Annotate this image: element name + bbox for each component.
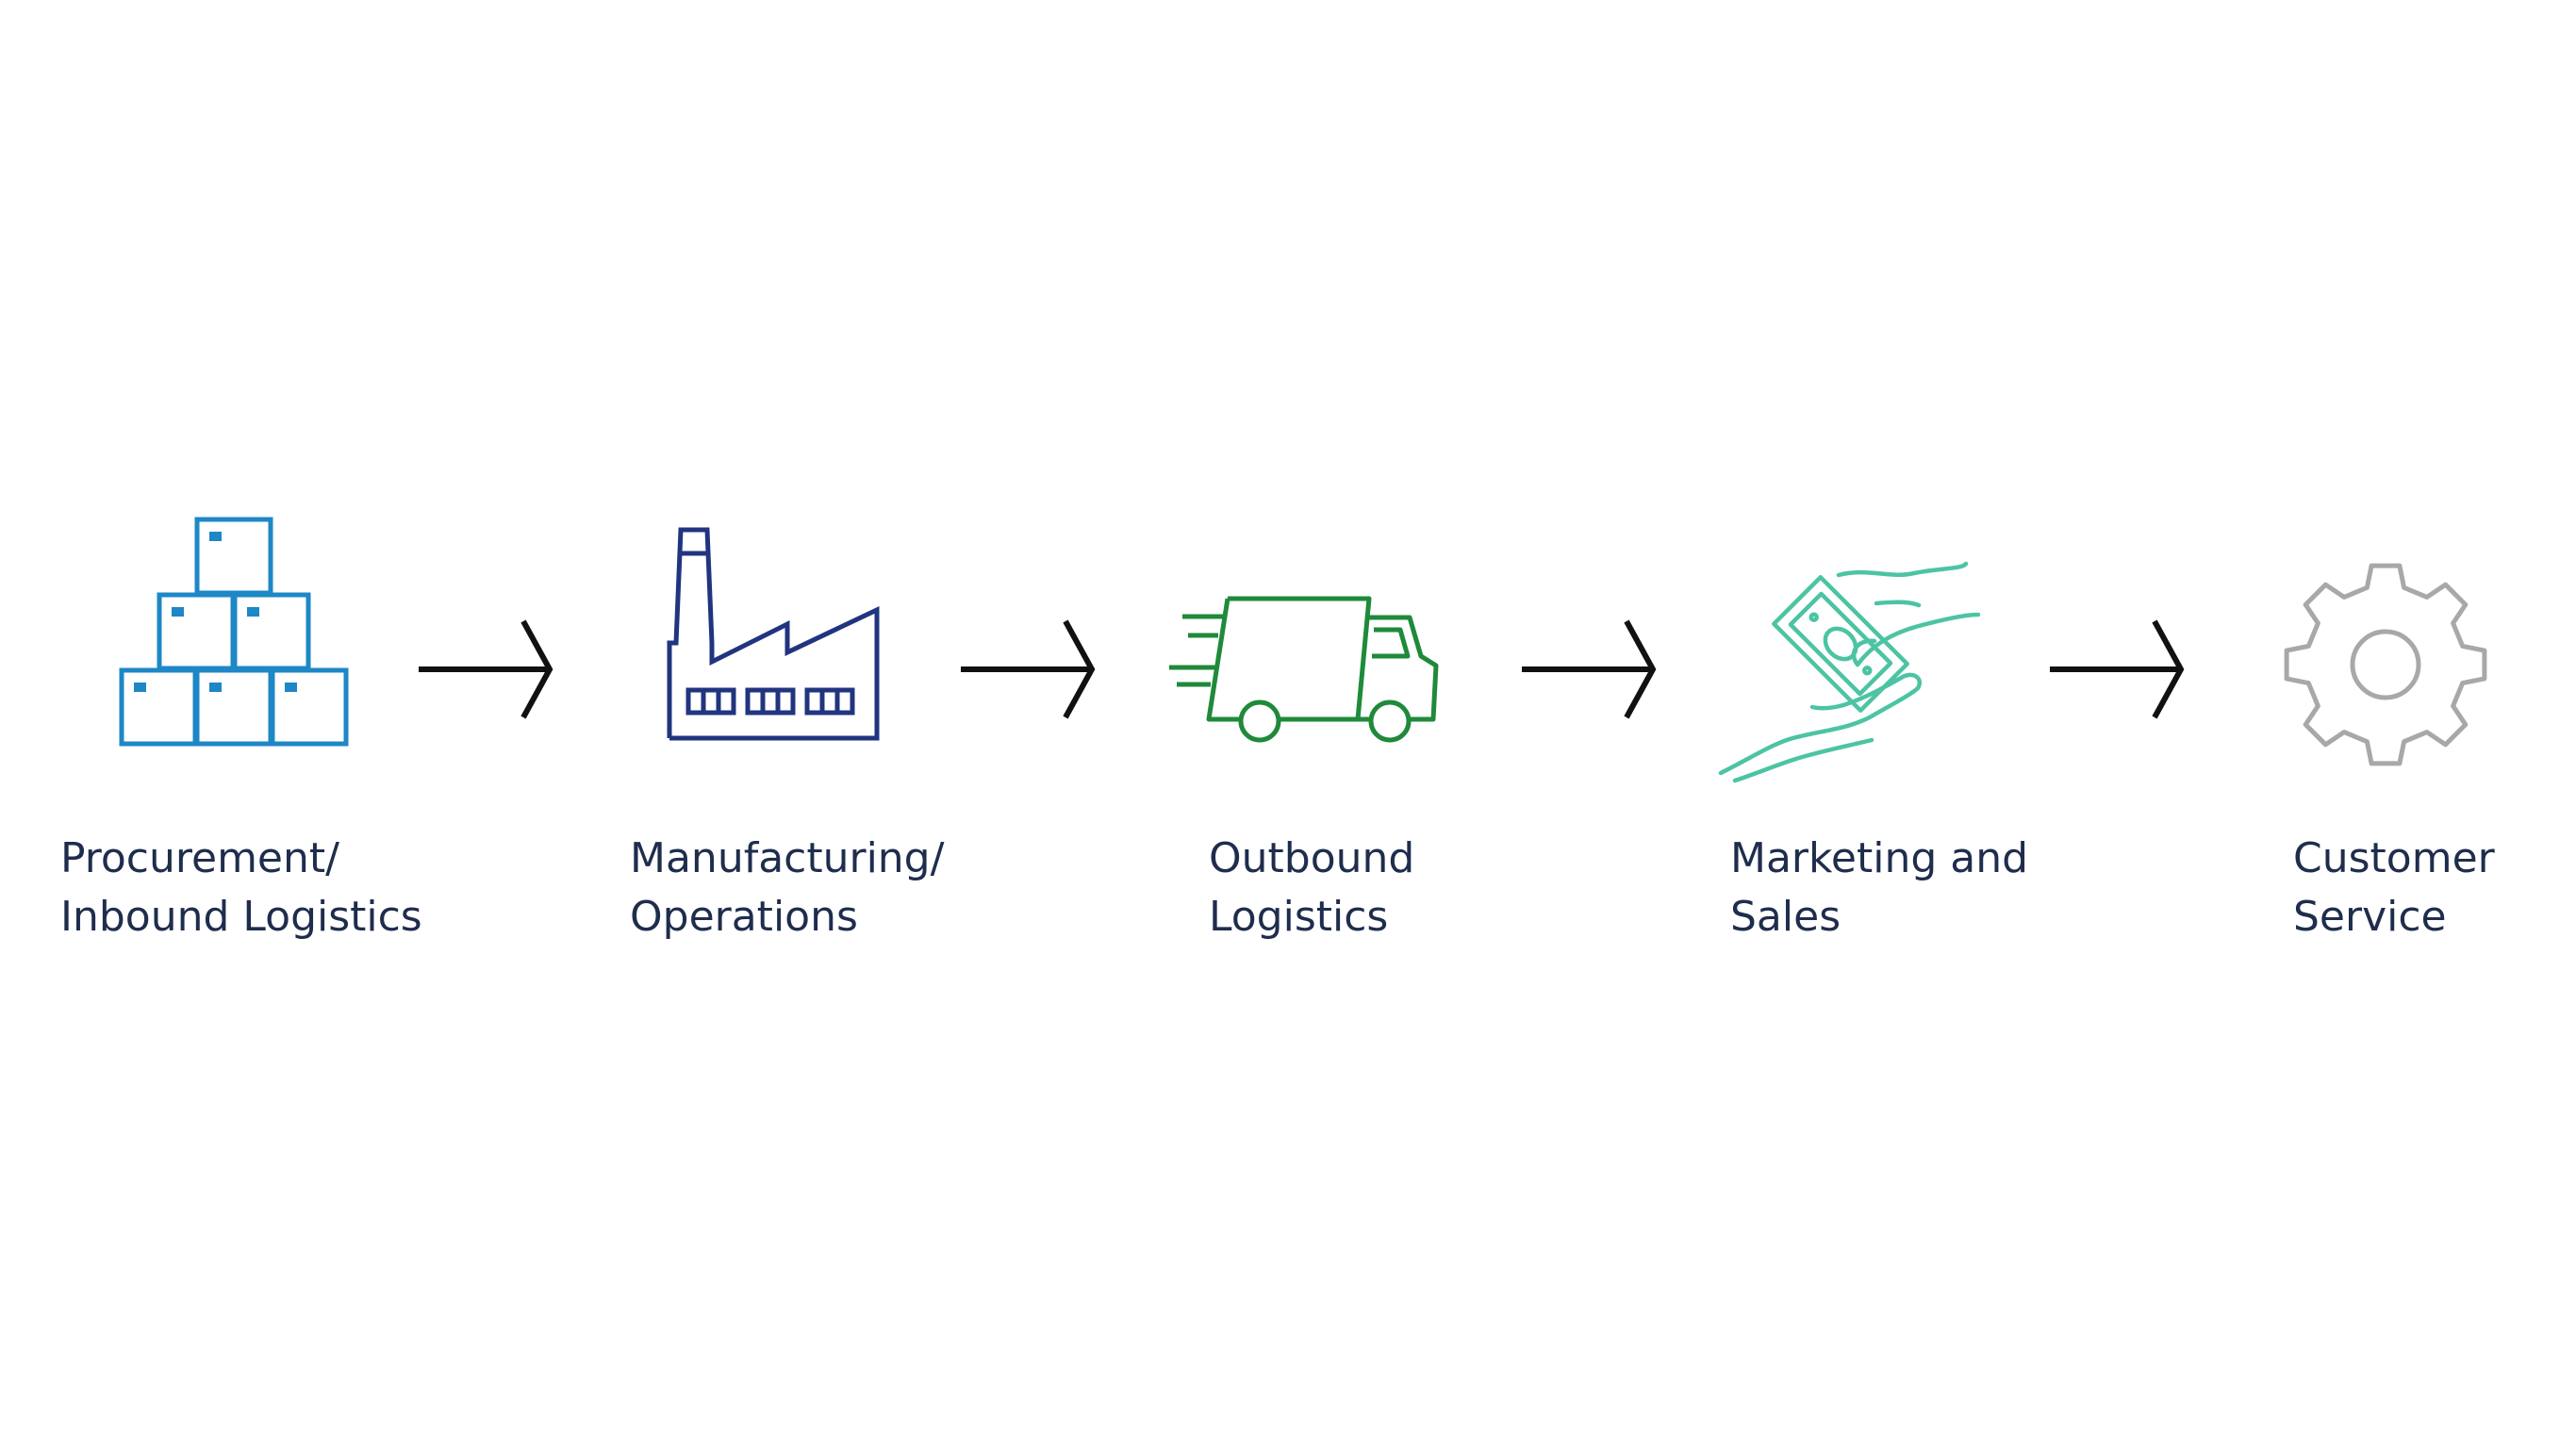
arrow-right-icon	[961, 619, 1096, 719]
step-label-line: Procurement/	[60, 834, 339, 882]
step-label-line: Sales	[1730, 893, 1841, 941]
step-label-line: Service	[2293, 893, 2447, 941]
step-label-line: Marketing and	[1730, 834, 2029, 882]
step-label-customer-service: Customer Service	[2293, 830, 2495, 946]
step-label-line: Outbound	[1209, 834, 1415, 882]
gear-icon	[2284, 563, 2487, 766]
step-label-marketing: Marketing and Sales	[1730, 830, 2028, 946]
delivery-truck-icon	[1169, 596, 1439, 743]
step-label-procurement: Procurement/ Inbound Logistics	[60, 830, 422, 946]
arrow-right-icon	[2050, 619, 2185, 719]
step-label-line: Operations	[630, 893, 858, 941]
arrow-right-icon	[1522, 619, 1657, 719]
step-label-manufacturing: Manufacturing/ Operations	[630, 830, 944, 946]
step-label-line: Manufacturing/	[630, 834, 945, 882]
arrow-right-icon	[419, 619, 553, 719]
money-hand-icon	[1718, 561, 1981, 783]
step-label-line: Logistics	[1209, 893, 1389, 941]
step-label-outbound: Outbound Logistics	[1209, 830, 1414, 946]
factory-icon	[667, 527, 880, 741]
step-label-line: Customer	[2293, 834, 2495, 882]
stacked-boxes-icon	[119, 517, 349, 747]
step-label-line: Inbound Logistics	[60, 893, 422, 941]
